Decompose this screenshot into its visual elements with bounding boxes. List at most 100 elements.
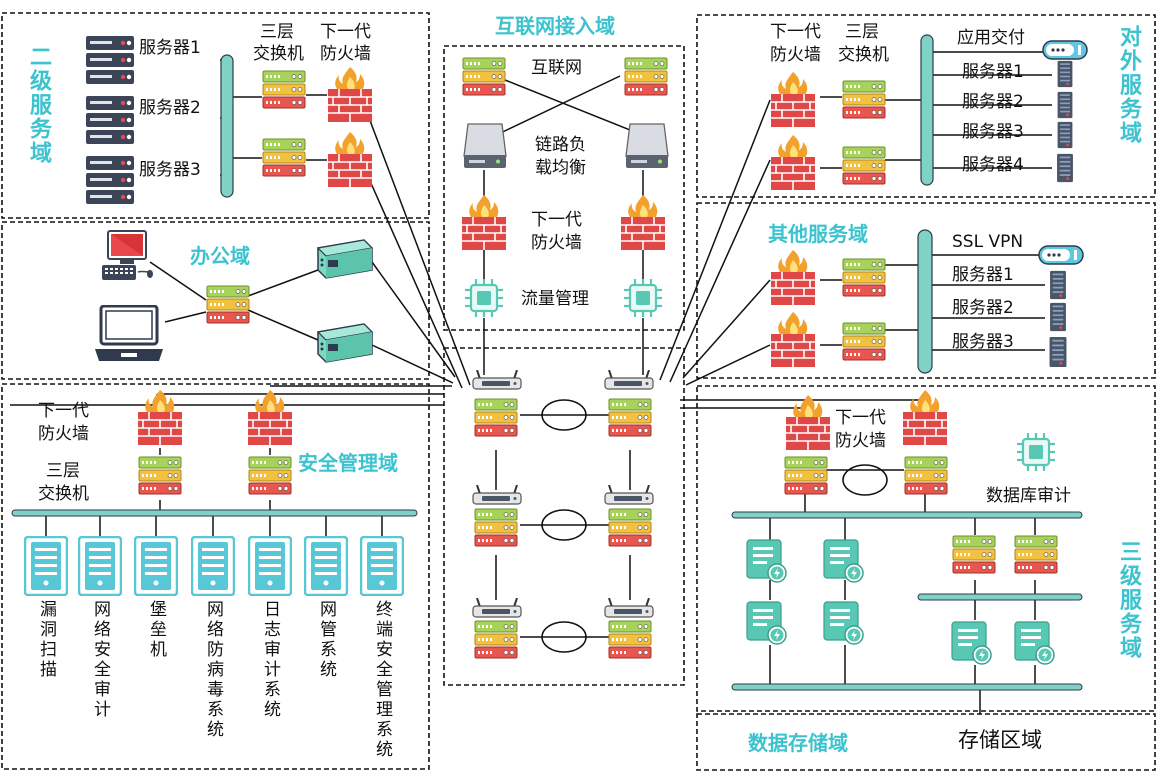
network-management-icon	[304, 536, 348, 596]
external-firewall-1-icon	[770, 71, 816, 128]
external-switch-label-l2: 交换机	[838, 45, 889, 65]
core-router-5-icon	[472, 598, 522, 618]
security-firewall-label-l2: 防火墙	[38, 424, 89, 444]
level2-server-2-icon	[86, 96, 134, 144]
app-delivery-label: 应用交付	[957, 28, 1025, 48]
external-server-4-icon	[1057, 153, 1073, 183]
external-firewall-label-l2: 防火墙	[770, 45, 821, 65]
core-switch-4-icon	[608, 508, 652, 547]
other-server-1-label: 服务器1	[952, 265, 1014, 285]
level2-zone-border	[1, 12, 430, 219]
internet-firewall-left-icon	[461, 194, 507, 251]
level3-zone-title: 三级服务域	[1116, 540, 1141, 660]
internet-firewall-label-l2: 防火墙	[531, 233, 582, 253]
core-router-3-icon	[472, 485, 522, 505]
other-server-3-icon	[1049, 336, 1067, 368]
terminal-security-icon	[360, 536, 404, 596]
core-router-4-icon	[604, 485, 654, 505]
external-server-4-label: 服务器4	[962, 155, 1024, 175]
level2-firewall-label-l1: 下一代	[320, 22, 371, 42]
external-switch-2-icon	[842, 146, 886, 185]
office-device-2-icon	[317, 323, 373, 363]
internet-switch-right-icon	[624, 57, 668, 96]
storage-area-label: 存储区域	[958, 728, 1042, 752]
network-audit-icon	[78, 536, 122, 596]
internet-firewall-label-l1: 下一代	[531, 210, 582, 230]
internet-zone-border	[443, 45, 685, 331]
external-zone-title: 对外服务域	[1116, 25, 1141, 145]
level2-firewall-1-icon	[327, 66, 373, 123]
external-server-1-icon	[1057, 60, 1073, 88]
external-firewall-label-l1: 下一代	[770, 22, 821, 42]
data-storage-zone-border	[696, 713, 1156, 771]
other-switch-1-icon	[842, 258, 886, 297]
load-balancer-right-icon	[625, 123, 669, 169]
other-server-3-label: 服务器3	[952, 332, 1014, 352]
security-system-label-1: 漏洞扫描	[36, 600, 56, 680]
level2-firewall-label-l2: 防火墙	[320, 44, 371, 64]
core-switch-6-icon	[608, 620, 652, 659]
traffic-management-label: 流量管理	[521, 289, 589, 309]
core-switch-1-icon	[474, 398, 518, 437]
level3-firewall-1-icon	[785, 394, 831, 451]
security-system-label-3: 堡垒机	[146, 600, 166, 660]
stack-links	[541, 399, 888, 653]
core-router-6-icon	[604, 598, 654, 618]
level2-switch-label-l2: 交换机	[253, 44, 304, 64]
level3-switch-4-icon	[1014, 535, 1058, 574]
level3-firewall-2-icon	[902, 389, 948, 446]
other-zone-border	[696, 202, 1156, 379]
security-switch-label-l2: 交换机	[38, 484, 89, 504]
other-server-1-icon	[1050, 270, 1066, 300]
storage-server-2-icon	[823, 539, 864, 583]
other-firewall-1-icon	[770, 249, 816, 306]
level3-switch-3-icon	[952, 535, 996, 574]
internet-zone-title: 互联网接入域	[495, 14, 615, 38]
other-firewall-2-icon	[770, 311, 816, 368]
other-server-2-label: 服务器2	[952, 298, 1014, 318]
security-firewall-2-icon	[247, 389, 293, 446]
traffic-management-right-icon	[623, 278, 663, 318]
level3-firewall-label-l2: 防火墙	[835, 431, 886, 451]
level2-server-1-label: 服务器1	[139, 38, 201, 58]
level2-switch-2-icon	[262, 138, 306, 177]
storage-server-5-icon	[951, 621, 992, 665]
office-switch-icon	[206, 285, 250, 324]
level2-server-1-icon	[86, 36, 134, 84]
security-system-label-2: 网络安全审计	[90, 600, 110, 720]
level2-switch-1-icon	[262, 70, 306, 109]
storage-server-1-icon	[746, 539, 787, 583]
security-switch-label-l1: 三层	[46, 461, 80, 481]
external-server-2-label: 服务器2	[962, 92, 1024, 112]
internet-switch-left-icon	[462, 57, 506, 96]
connection-lines	[10, 51, 1052, 714]
security-system-label-5: 日志审计系统	[260, 600, 280, 720]
ssl-vpn-icon	[1038, 245, 1084, 265]
security-zone-border	[1, 383, 430, 770]
office-desktop-icon	[101, 230, 154, 281]
storage-server-3-icon	[746, 601, 787, 645]
vulnerability-scan-icon	[24, 536, 68, 596]
office-zone-border	[1, 221, 430, 380]
bus-bars	[11, 34, 1083, 691]
storage-server-6-icon	[1014, 621, 1055, 665]
core-router-2-icon	[604, 370, 654, 390]
security-zone-title: 安全管理域	[298, 451, 398, 475]
level3-zone-border	[696, 385, 1156, 712]
external-switch-label-l1: 三层	[845, 22, 879, 42]
level3-switch-2-icon	[904, 456, 948, 495]
app-delivery-icon	[1042, 40, 1088, 60]
internet-label: 互联网	[531, 58, 582, 78]
level2-firewall-2-icon	[327, 131, 373, 188]
level2-server-3-label: 服务器3	[139, 160, 201, 180]
level2-switch-label-l1: 三层	[260, 22, 294, 42]
external-server-3-icon	[1057, 121, 1073, 149]
load-balancer-left-icon	[463, 123, 507, 169]
core-switch-5-icon	[474, 620, 518, 659]
data-storage-zone-title: 数据存储域	[748, 731, 848, 755]
log-audit-icon	[248, 536, 292, 596]
office-zone-title: 办公域	[190, 244, 250, 268]
office-laptop-icon	[93, 305, 165, 363]
